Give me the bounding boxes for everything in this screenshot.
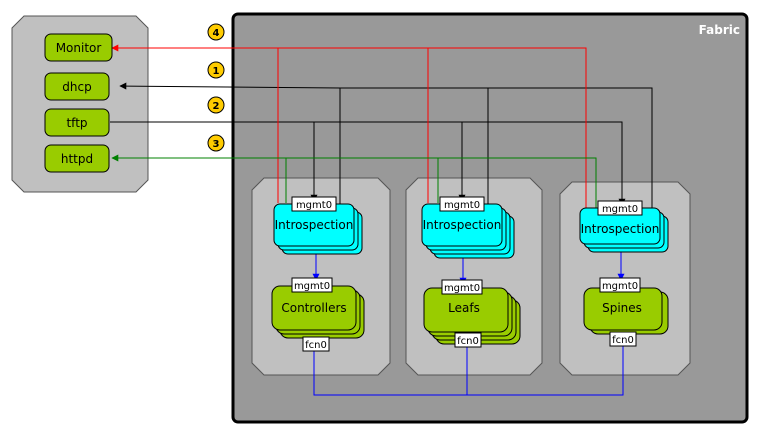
spines-fcn-port xyxy=(609,331,637,347)
service-tftp-label: tftp xyxy=(66,116,87,130)
spines-mgmt-top-label: mgmt0 xyxy=(602,204,638,215)
step-badge-3: 3 xyxy=(207,134,225,152)
leafs-fcn-label: fcn0 xyxy=(457,336,479,347)
step-badge-4: 4 xyxy=(207,23,225,41)
fabric-title: Fabric xyxy=(699,23,740,37)
controllers-mgmt-top-label: mgmt0 xyxy=(296,200,332,211)
step-badge-4-label: 4 xyxy=(213,28,220,39)
controllers-introspection-label: Introspection xyxy=(275,218,354,232)
spines-group: Introspection mgmt0 Spines mgmt0 fcn0 xyxy=(579,200,669,347)
tftp-link-spines xyxy=(462,121,626,206)
step-badge-3-label: 3 xyxy=(213,139,220,150)
service-dhcp-label: dhcp xyxy=(62,80,91,94)
step-badge-2: 2 xyxy=(207,96,225,114)
httpd-link-spines xyxy=(438,157,597,210)
spines-mgmt-bottom-port xyxy=(599,277,641,293)
leafs-mgmt-bottom-label: mgmt0 xyxy=(444,283,480,294)
leafs-fcn-port xyxy=(454,332,482,348)
service-dhcp[interactable]: dhcp xyxy=(44,72,110,101)
service-httpd[interactable]: httpd xyxy=(44,144,110,173)
leafs-group: Introspection mgmt0 Leafs mgmt0 fcn0 xyxy=(421,196,521,348)
controllers-mgmt-bottom-port xyxy=(291,277,333,293)
leafs-mgmt-bottom-port xyxy=(441,279,483,295)
fcn-bus xyxy=(313,345,624,396)
dhcp-link-spines xyxy=(488,87,653,208)
controllers-node-label: Controllers xyxy=(281,301,346,315)
controllers-group: Introspection mgmt0 Controllers mgmt0 fc… xyxy=(271,196,365,352)
monitor-lines xyxy=(111,44,587,210)
dhcp-tftp-lines xyxy=(110,82,653,208)
service-monitor-label: Monitor xyxy=(56,41,102,55)
leafs-mgmt-top-label: mgmt0 xyxy=(444,200,480,211)
controllers-fcn-label: fcn0 xyxy=(305,340,327,351)
spines-fcn-label: fcn0 xyxy=(612,335,634,346)
leafs-node-label: Leafs xyxy=(448,301,480,315)
controllers-fcn-port xyxy=(302,336,330,352)
step-badge-1: 1 xyxy=(207,61,225,79)
step-badge-2-label: 2 xyxy=(213,101,220,112)
spines-introspection-label: Introspection xyxy=(581,222,660,236)
service-monitor[interactable]: Monitor xyxy=(44,33,113,62)
monitor-link-spines xyxy=(428,47,587,210)
httpd-lines xyxy=(111,154,597,210)
service-tftp[interactable]: tftp xyxy=(44,108,110,137)
spines-mgmt-top-port xyxy=(597,200,643,216)
step-badge-1-label: 1 xyxy=(213,66,220,77)
fabric-links xyxy=(312,252,625,396)
spines-node-label: Spines xyxy=(602,301,642,315)
controllers-mgmt-bottom-label: mgmt0 xyxy=(294,281,330,292)
leafs-introspection-label: Introspection xyxy=(423,218,502,232)
spines-mgmt-bottom-label: mgmt0 xyxy=(602,281,638,292)
service-httpd-label: httpd xyxy=(61,152,93,166)
controllers-mgmt-top-port xyxy=(291,196,337,212)
leafs-mgmt-top-port xyxy=(439,196,485,212)
